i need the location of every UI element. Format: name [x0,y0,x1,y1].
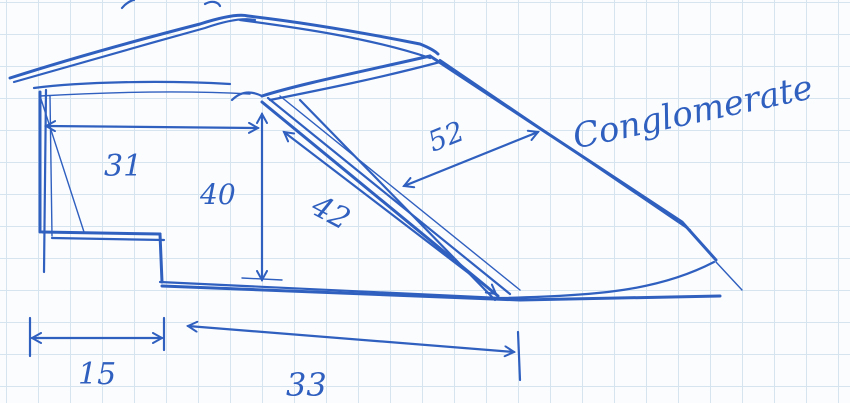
label-42: 42 [305,188,356,237]
label-40: 40 [199,178,236,211]
roof-outline [8,13,440,97]
base-outline [40,230,722,302]
dimension-31-arrow [46,126,258,128]
dimension-40-tick [241,277,283,281]
dimension-52-arrow [404,132,538,186]
label-33: 33 [286,366,327,403]
ridge-lines [230,54,442,102]
top-edge-scribble [120,0,222,10]
label-31: 31 [104,149,142,184]
dimension-42-arrow [284,132,496,294]
left-wall [38,88,85,274]
label-52: 52 [423,115,468,159]
right-slope [428,54,743,291]
label-conglomerate: Conglomerate [569,67,816,157]
label-15: 15 [78,357,116,392]
slope-face [260,95,521,302]
dimension-33-arrow [188,326,514,352]
